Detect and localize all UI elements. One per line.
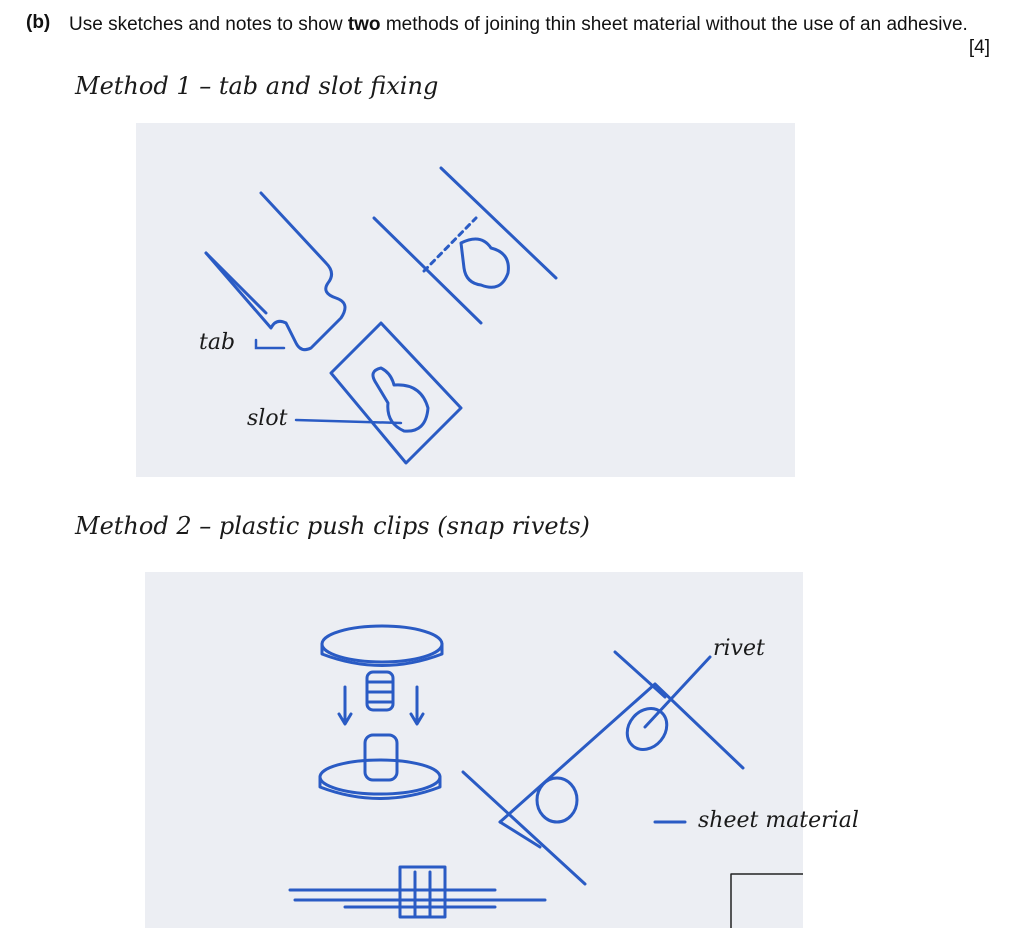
slotted-sheet-left: [372, 216, 483, 325]
slot-label: slot: [247, 406, 288, 431]
slotted-sheet-right: [439, 166, 558, 280]
rivet-hole-1: [625, 707, 669, 751]
question-label: (b): [26, 12, 51, 33]
sheet-top: [498, 682, 745, 824]
arrow-right: [409, 685, 425, 726]
method1-sketch: tab slot: [136, 123, 795, 477]
rivet-leader: [643, 655, 712, 729]
tab-leader: [254, 338, 286, 350]
question-text-start: Use sketches and notes to show: [69, 14, 348, 35]
tab-sheet-edge: [204, 191, 347, 352]
question-text-bold: two: [347, 14, 381, 35]
sheet-top-edge: [613, 650, 667, 699]
tab-sheet-line: [204, 251, 268, 315]
method2-heading: Method 2 – plastic push clips (snap rive…: [75, 512, 590, 540]
method1-heading: Method 1 – tab and slot fixing: [75, 72, 439, 100]
sheet-lower-edge: [498, 820, 542, 849]
question-text: Use sketches and notes to show two metho…: [69, 12, 991, 37]
method2-sketch: rivet: [145, 572, 803, 928]
slot-panel: [329, 321, 463, 465]
arrow-left: [337, 685, 353, 726]
dashed-fold: [422, 216, 478, 273]
sheet-lower: [461, 770, 587, 886]
rivet-base: [318, 758, 442, 796]
answer-box: [730, 873, 803, 928]
question-marks: [4]: [968, 37, 990, 58]
slot-shape: [371, 366, 430, 433]
rivet-label: rivet: [713, 636, 765, 661]
sheet-material-label: sheet material: [698, 808, 859, 833]
assembled-rivet: [288, 865, 547, 919]
assembled-slot: [459, 237, 510, 289]
tab-label: tab: [199, 330, 236, 355]
rivet-post: [363, 733, 399, 782]
question-text-end: methods of joining thin sheet material w…: [380, 14, 968, 35]
rivet-cap: [320, 624, 444, 664]
rivet-hole-2: [535, 776, 579, 824]
slot-leader: [294, 418, 403, 425]
